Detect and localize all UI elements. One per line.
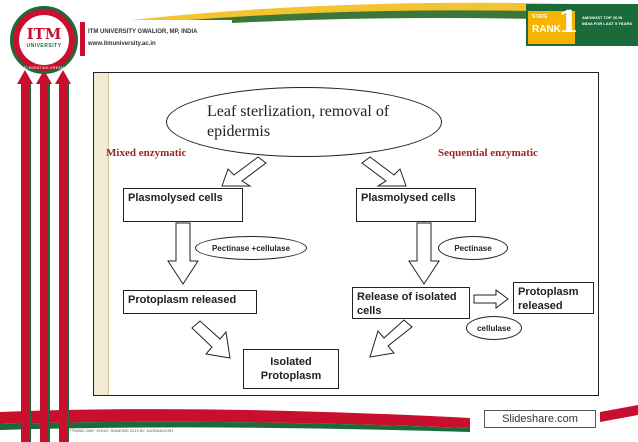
- footer-footnote: **RANK ONE" ENGG. RANKING 2013 BY JAGRAN…: [70, 428, 174, 433]
- university-url: www.itmuniversity.ac.in: [88, 41, 156, 47]
- rank-state: STATE: [532, 14, 548, 20]
- oval-pectinase-cellulase: Pectinase +cellulase: [195, 236, 307, 260]
- rank-label: RANK: [532, 24, 561, 35]
- node-left-protoplasm-released: Protoplasm released: [123, 290, 257, 314]
- pillar-decoration: [17, 70, 71, 442]
- logo-title: ITM: [26, 25, 62, 43]
- logo-subtitle: UNIVERSITY: [26, 43, 62, 49]
- slide-panel: Leaf sterlization, removal of epidermis …: [93, 72, 599, 396]
- node-release-isolated-cells: Release of isolated cells: [352, 287, 470, 319]
- university-logo: ITM UNIVERSITY CELEBRATING DREAMS: [10, 6, 78, 74]
- node-right-plasmolysed: Plasmolysed cells: [356, 188, 476, 222]
- arrow-right-across: [473, 289, 509, 309]
- flow-arrows: [167, 156, 509, 359]
- oval-pectinase: Pectinase: [438, 236, 508, 260]
- arrow-right-to-result: [369, 319, 413, 358]
- arrow-left-down: [167, 222, 199, 285]
- node-leaf-sterilization: Leaf sterlization, removal of epidermis: [166, 87, 442, 157]
- node-right-protoplasm-released: Protoplasm released: [513, 282, 594, 314]
- arrow-top-left: [221, 156, 267, 187]
- label-sequential-enzymatic: Sequential enzymatic: [438, 147, 538, 159]
- arrow-left-to-result: [191, 320, 231, 359]
- rank-text: AMONGST TOP 20 IN INDIA FOR LAST 5 YEARS: [582, 15, 633, 26]
- label-mixed-enzymatic: Mixed enzymatic: [106, 147, 187, 159]
- rank-badge: STATE RANK: [528, 11, 575, 44]
- slideshare-watermark: Slideshare.com: [484, 410, 596, 428]
- oval-cellulase: cellulase: [466, 316, 522, 340]
- arrow-right-down: [408, 222, 440, 285]
- node-left-plasmolysed: Plasmolysed cells: [123, 188, 243, 222]
- slide-side-band: [94, 73, 109, 395]
- logo-caption: CELEBRATING DREAMS: [21, 66, 67, 70]
- university-name: ITM UNIVERSITY GWALIOR, MP, INDIA: [88, 29, 198, 35]
- arrow-top-right: [361, 156, 407, 187]
- rank-number: 1: [558, 5, 579, 40]
- node-isolated-protoplasm: Isolated Protoplasm: [243, 349, 339, 389]
